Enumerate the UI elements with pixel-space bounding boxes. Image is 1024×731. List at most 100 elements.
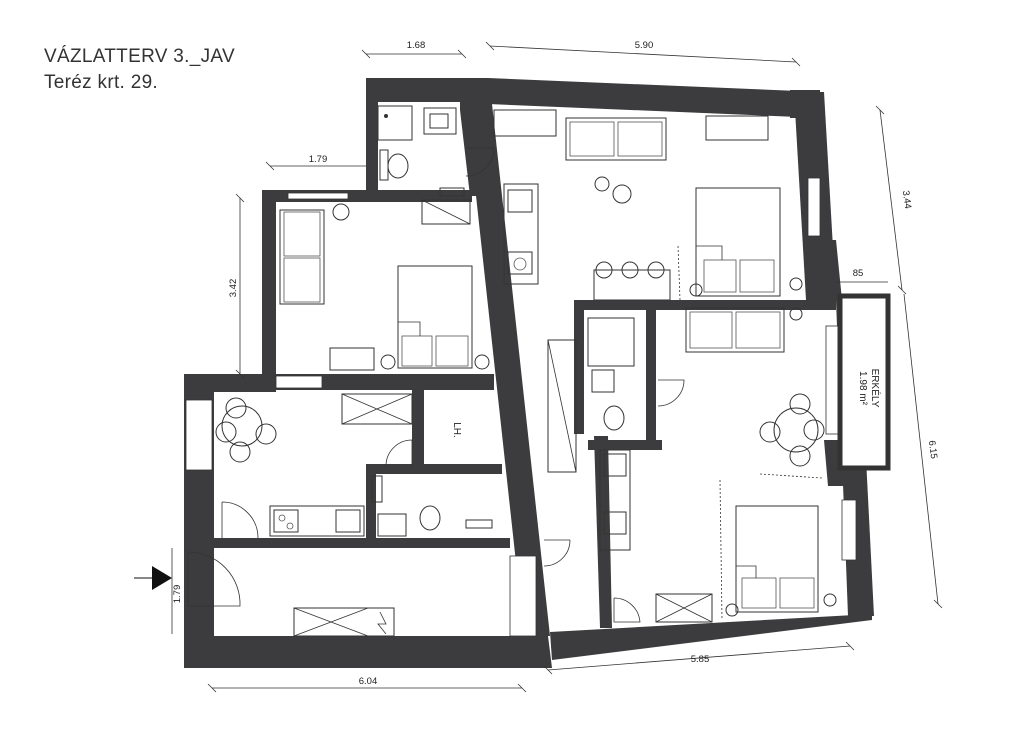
sink-bath2 xyxy=(377,513,407,537)
dim-top-small: 1.68 xyxy=(407,40,426,51)
window-right-lower xyxy=(841,499,857,561)
shelf xyxy=(439,187,465,197)
door-bath2 xyxy=(385,439,413,467)
electric-panel-icon xyxy=(377,611,387,635)
entrance-arrow-icon xyxy=(152,566,172,590)
bed-living xyxy=(695,187,781,297)
wall-corner-pillar xyxy=(790,90,820,118)
wall-right-mid xyxy=(806,240,842,300)
nightstand-2 xyxy=(474,354,490,370)
sofa-room1 xyxy=(279,209,325,305)
drawing-address: Teréz krt. 29. xyxy=(44,72,159,93)
wall-unit-bath-right xyxy=(646,308,656,448)
bed-unit xyxy=(735,505,819,613)
balcony-label: ERKÉLY xyxy=(869,369,882,408)
kitchen-counter-left xyxy=(269,505,365,537)
door-unit-bath xyxy=(657,379,685,407)
window-room1 xyxy=(287,192,349,200)
bed-room1 xyxy=(397,265,473,369)
window-right-upper xyxy=(807,177,821,237)
shower xyxy=(377,105,413,141)
wall-diagonal-center xyxy=(466,104,550,636)
wall-unit-inner xyxy=(594,436,612,628)
sink-top xyxy=(423,107,457,135)
door-kitchen xyxy=(221,501,259,539)
door-entrance xyxy=(187,551,241,607)
wall-unit-bath-bottom xyxy=(588,440,662,450)
sink-basin xyxy=(429,113,449,129)
bar-table xyxy=(593,269,671,301)
wall-bottom-left xyxy=(184,636,552,668)
pillow-1 xyxy=(401,335,433,367)
side-table-room1 xyxy=(332,203,350,221)
door-hall xyxy=(543,539,571,567)
sofa-living xyxy=(565,117,667,161)
wall-bath2-left xyxy=(366,464,376,544)
wall-top-main xyxy=(488,78,822,118)
fridge xyxy=(341,393,413,425)
door-room1 xyxy=(275,375,323,389)
wardrobe-room1 xyxy=(421,199,471,225)
toilet-bowl xyxy=(387,153,409,179)
dim-bottom-left: 6.04 xyxy=(359,676,378,687)
wall-lh-left xyxy=(412,388,424,468)
dining-set-left xyxy=(215,397,277,463)
balcony-area: 1.98 m² xyxy=(857,371,868,406)
kitchen-sink-left xyxy=(335,509,361,533)
wall-bottom-right xyxy=(550,614,872,660)
balcony: ERKÉLY 1.98 m² xyxy=(837,293,891,471)
toilet-tank xyxy=(379,149,389,181)
sink-unit xyxy=(591,369,615,393)
wall-bath-left xyxy=(366,78,378,196)
window-hall xyxy=(509,555,537,637)
doors xyxy=(187,147,685,623)
sofa-cushion-1 xyxy=(283,211,321,257)
dim-balcony-gap: 85 xyxy=(853,268,864,279)
wall-room1-left xyxy=(262,190,276,386)
wall-unit-top xyxy=(574,300,836,310)
dim-entrance: 1.79 xyxy=(172,585,183,604)
toilet-unit xyxy=(603,405,625,431)
dresser-unit xyxy=(655,593,713,623)
pillow-2 xyxy=(435,335,469,367)
shelf-bath2 xyxy=(465,519,493,529)
dimension-lines: 1.68 5.90 1.79 3.42 3.44 85 6.15 1.79 5.… xyxy=(172,40,943,693)
dim-right-upper: 3.44 xyxy=(900,190,913,210)
door-unit-entry xyxy=(613,597,641,623)
toilet-bath2 xyxy=(419,505,441,531)
dim-bottom-right: 5.85 xyxy=(691,654,710,665)
windows xyxy=(185,177,857,637)
tv-unit xyxy=(493,109,557,137)
hall-cabinet xyxy=(293,607,395,637)
cabinet-living xyxy=(705,115,769,141)
shower-drain xyxy=(384,114,388,118)
sofa-unit xyxy=(685,307,785,353)
furniture: LH. xyxy=(215,105,837,637)
kitchen-counter-unit xyxy=(599,449,631,551)
kitchen-counter-right xyxy=(503,183,539,285)
wall-bath2-top xyxy=(366,464,502,474)
sofa-cushion-2 xyxy=(283,257,321,303)
nightstand-1 xyxy=(380,354,396,370)
shower-unit xyxy=(587,317,635,367)
drawing-title: VÁZLATTERV 3._JAV xyxy=(44,46,235,67)
walls xyxy=(184,78,874,668)
lh-label: LH. xyxy=(451,422,462,438)
dining-set-right xyxy=(759,393,825,467)
dim-left-small: 1.79 xyxy=(309,154,328,165)
wall-hall-divider xyxy=(214,538,510,548)
cooktop xyxy=(273,509,299,533)
coffee-table xyxy=(612,184,632,204)
dim-right-total: 6.15 xyxy=(926,440,939,460)
door-bath-top xyxy=(465,147,495,177)
shower-bath2 xyxy=(371,475,383,503)
balcony-outline xyxy=(837,293,891,471)
wall-unit-left xyxy=(574,308,584,434)
drawing-title-block: VÁZLATTERV 3._JAV Teréz krt. 29. xyxy=(44,44,235,96)
wardrobe-unit xyxy=(547,339,577,473)
window-kitchen xyxy=(185,399,213,471)
dim-left-height: 3.42 xyxy=(228,279,239,298)
dresser-room1 xyxy=(329,347,375,371)
dim-top-large: 5.90 xyxy=(635,40,654,51)
